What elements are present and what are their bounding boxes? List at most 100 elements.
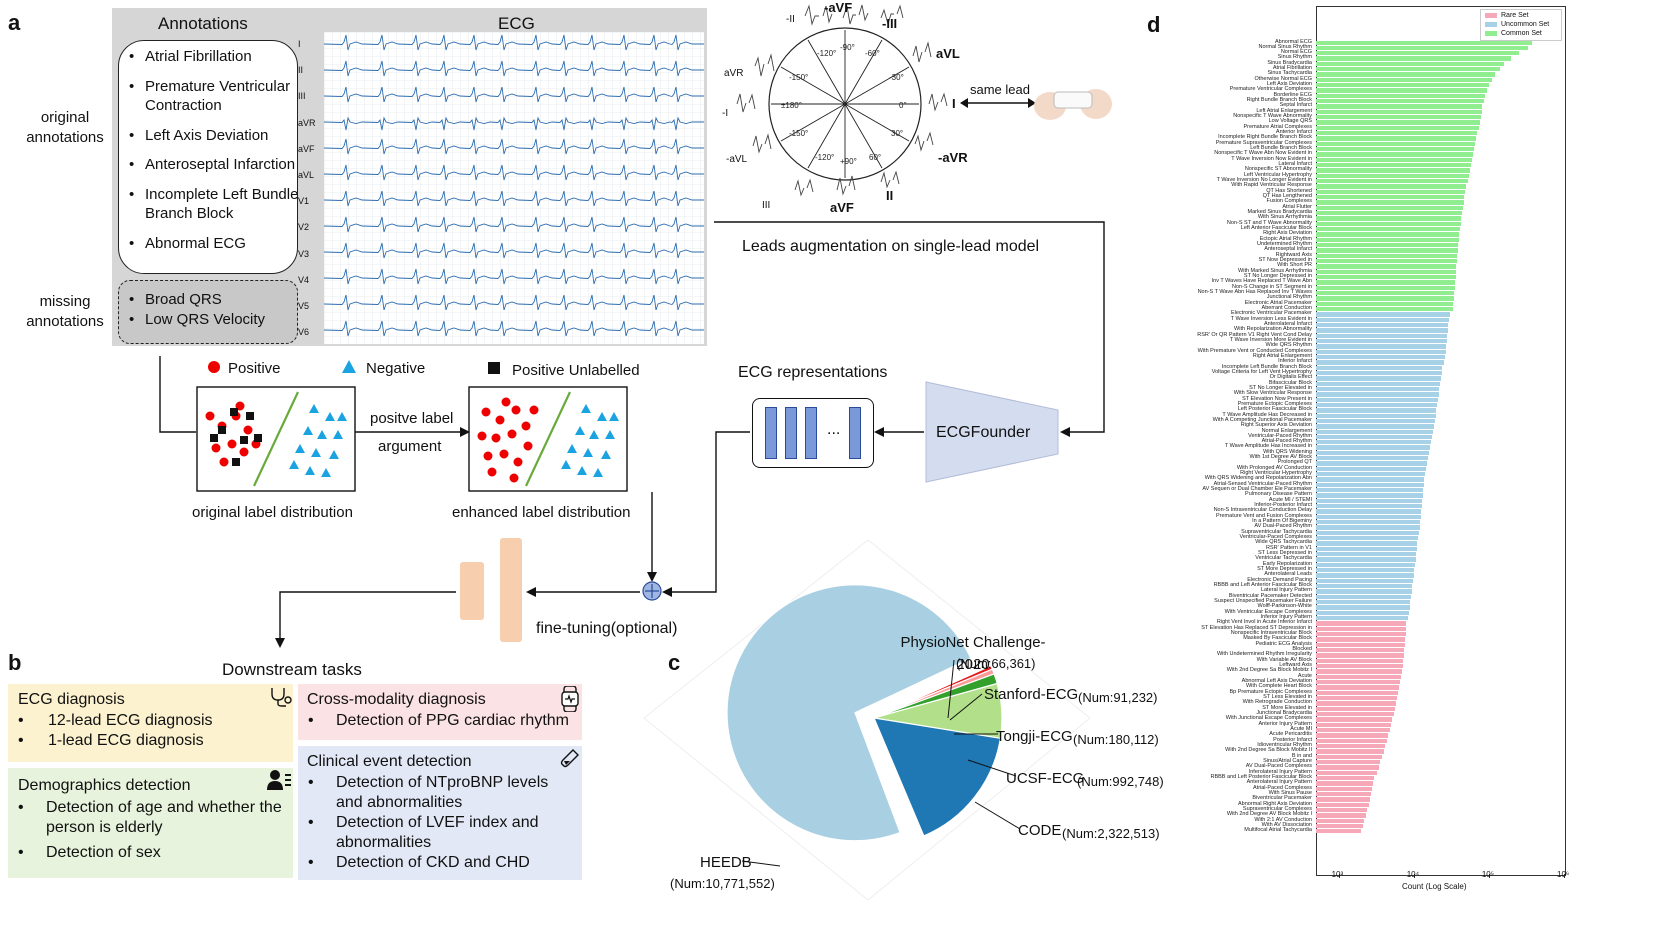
bar [1316,823,1363,829]
lead-label: aVL [298,170,315,180]
bar-category-label: Atrial Flutter [1282,203,1312,210]
bar-category-label: Atrial-Sensed Ventricular-Paced Rhythm [1213,480,1312,487]
bar-category-label: Bifascicular Block [1268,379,1312,386]
pie-slice [873,717,1002,837]
bar-category-label: In a Pattern Of Bigeminy [1252,518,1312,525]
bar [1316,440,1432,445]
bar [1316,498,1423,504]
bar [1316,488,1424,493]
legend-swatch [1485,22,1497,27]
bar-category-label: With Rapid Ventricular Response [1231,182,1312,189]
bar-category-label: With Complete Heart Block [1245,683,1312,690]
bar [1316,232,1459,237]
bar [1316,56,1512,61]
bar-category-label: Anterior Injury Pattern [1258,720,1313,727]
bar [1316,67,1500,72]
leads-augmentation-caption: Leads augmentation on single-lead model [742,238,1040,255]
ecg-trace [324,268,704,285]
bar [1316,621,1407,626]
bar-category-label: With Slow Ventricular Response [1233,390,1312,397]
bar-category-label: Normal Enlargement [1261,427,1312,434]
bar [1316,450,1430,456]
bar-category-label: Inferolateral Injury Pattern [1248,768,1312,775]
ecg-representations-box: ... [752,398,874,468]
hexaxial-lead-label: aVL [936,46,960,61]
bar [1316,493,1423,498]
pie-slice-heedb [726,584,972,842]
bar-category-label: With 2nd Degree Sa Block Mobitz I [1226,667,1312,674]
bar [1316,520,1421,525]
bar-category-label: T Wave Inversion No Longer Evident in [1216,177,1312,184]
ecg-trace [324,216,704,233]
lead-label: V3 [298,248,310,259]
argument-label-line1: positve label [370,410,454,427]
bar [1316,578,1414,584]
lead-label: V4 [298,274,310,285]
panel-letter-a: a [8,10,21,35]
bar [1316,179,1468,184]
bar [1316,727,1390,733]
bar [1316,584,1413,589]
bar [1316,663,1404,669]
bar [1316,685,1400,690]
bar [1316,653,1404,658]
lead-label: I [298,39,301,49]
panel-letter-d: d [1147,12,1161,37]
bar [1316,797,1370,802]
bar [1316,690,1399,695]
hexaxial-diagram: -90°-120°-60°-150°-30°±180°0°-150°30°-12… [736,4,948,197]
bar [1316,269,1456,274]
bar [1316,557,1416,562]
bar-category-label: Nonspecific Intraventricular Block [1230,630,1312,636]
bar-category-label: Anterior Infarct [1275,129,1312,136]
bar [1316,280,1456,285]
bar [1316,408,1437,413]
bar-category-label: Voltage Criteria for Left Vent Hypertrop… [1211,368,1312,375]
panel-letter-c: c [668,650,681,675]
bar [1316,722,1392,727]
dataset-pie-chart [643,539,1091,901]
bar [1316,205,1463,211]
bar [1316,51,1519,56]
stethoscope-icon [271,688,292,707]
annotation-item: Anteroseptal Infarction [127,155,301,175]
bar-category-label: Ventricular Tachycardia [1255,555,1312,562]
bar [1316,211,1463,216]
bar-category-label: ST Now Depressed in [1258,256,1312,263]
hexaxial-lead-label: aVF [830,200,854,215]
bar-category-label: T Wave Inversion More Evident in [1229,336,1312,343]
bar-category-label: Undetermined Rhythm [1256,240,1312,247]
bar [1316,237,1459,242]
bar [1316,131,1478,136]
legend-label: Rare Set [1501,12,1529,19]
argument-label-line2: argument [378,438,442,455]
bar-category-label: Biventricular Pacemaker [1252,795,1312,802]
bar [1316,93,1486,99]
pie-slice-name: Stanford-ECG [984,686,1079,703]
bar-category-label: Inv T Waves Have Replaced T Wave Abn [1211,278,1312,285]
bar-category-label: With Ventricular Escape Complexes [1224,608,1312,615]
bar-category-label: Electronic Ventricular Pacemaker [1230,310,1312,317]
original-annotations-label: original annotations [26,109,104,146]
bar [1316,200,1464,205]
bar [1316,754,1383,759]
bar [1316,77,1492,83]
lead-label: aVR [298,117,316,128]
bar [1316,418,1435,424]
bar-legend-item: Rare Set [1485,12,1529,19]
bar-category-label: Acute MI [1290,725,1312,732]
bar-category-label: Non-S ST and T Wave Abnormality [1226,219,1312,226]
bar [1316,445,1431,450]
clinical-event-title: Clinical event detection [307,753,472,770]
bar [1316,786,1373,791]
axis-angle-label: -30° [889,73,904,82]
bar-category-label: Sinus Bradycardia [1267,59,1312,66]
x-tick-mark [1488,874,1490,878]
axis-angle-label: -150° [789,129,808,138]
hexaxial-lead-label: -I [722,108,729,119]
pie-slice-count: (Num:992,748) [1077,774,1164,789]
bar-category-label: Sinus/Atrial Capture [1263,757,1312,764]
bar-category-label: Multifocal Atrial Tachycardia [1244,827,1312,834]
ecg-representations-label: ECG representations [738,364,888,381]
bar [1316,818,1365,823]
